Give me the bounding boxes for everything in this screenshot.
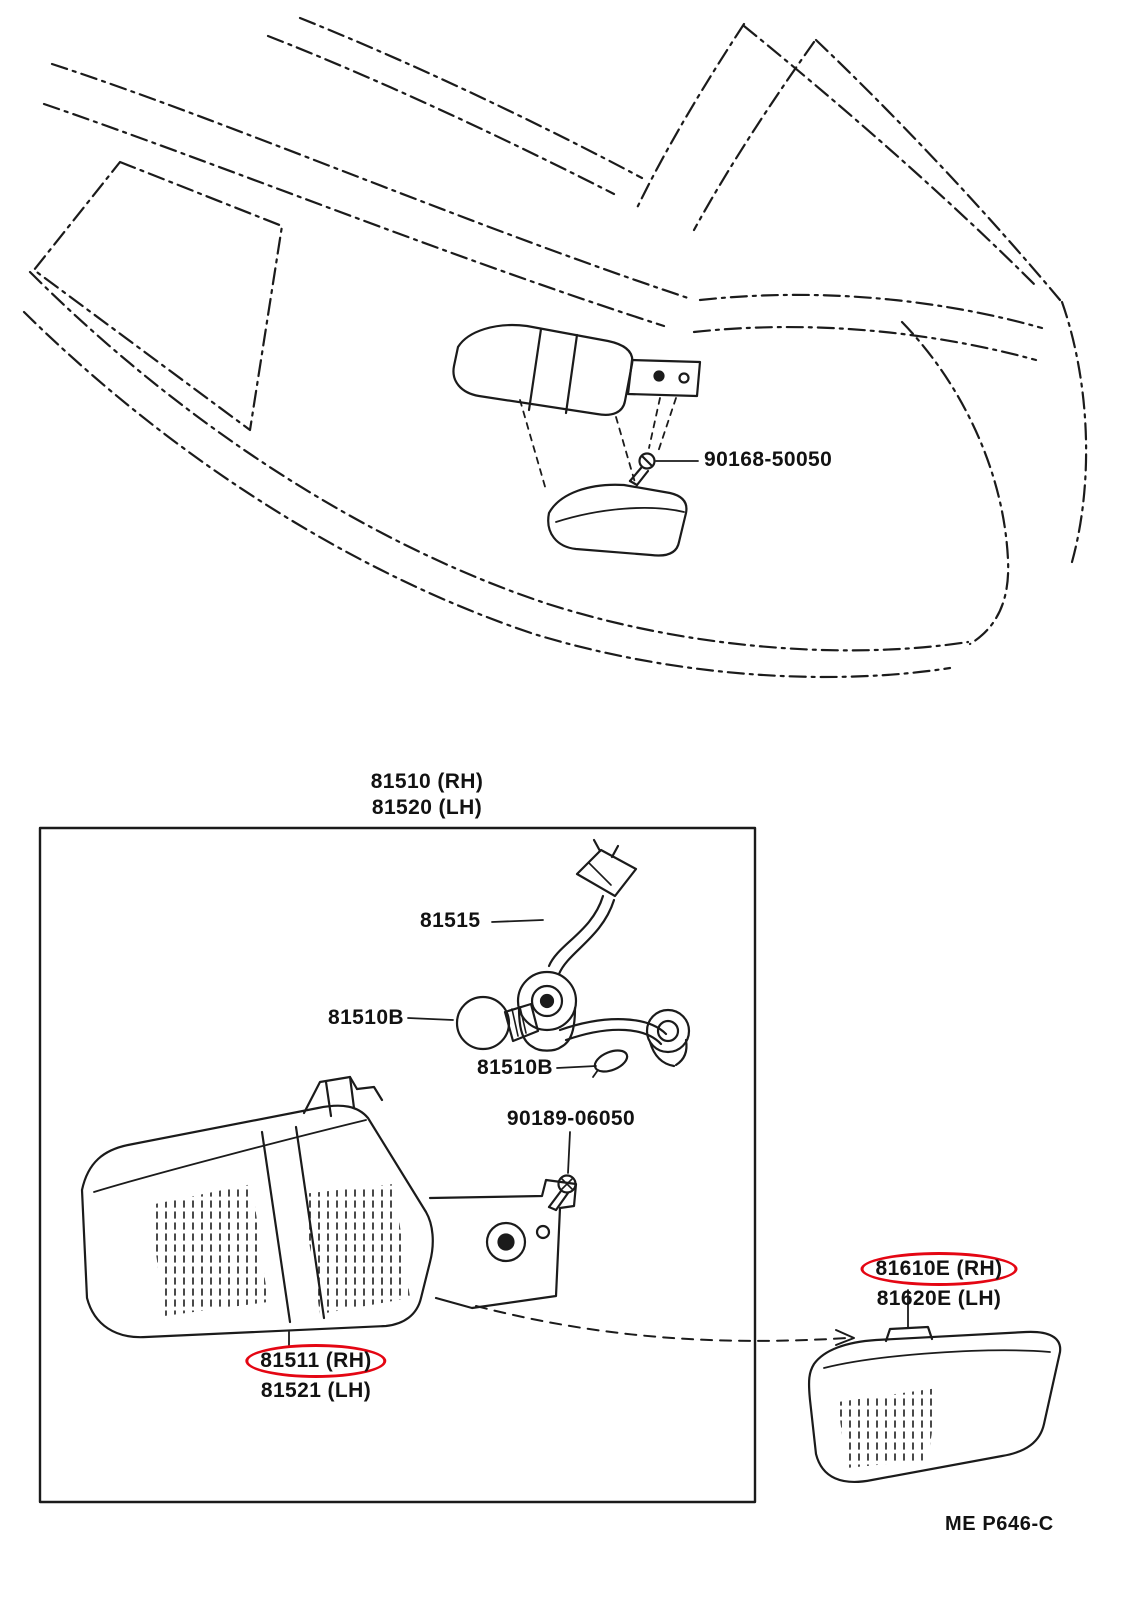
- part-label-90168-50050: 90168-50050: [704, 448, 833, 471]
- car-installation-sketch: [22, 16, 1088, 679]
- part-label-81620e-lh: 81620E (LH): [876, 1287, 1002, 1310]
- part-label-81511-rh-highlighted: 81511 (RH): [245, 1344, 387, 1378]
- part-label-81521-lh: 81521 (LH): [260, 1379, 372, 1402]
- part-label-81510b-large: 81510B: [328, 1006, 404, 1029]
- drawing-code: ME P646-C: [945, 1513, 1054, 1535]
- part-label-90189-06050: 90189-06050: [506, 1107, 636, 1130]
- part-label-81510-rh: 81510 (RH): [370, 770, 484, 793]
- bulb-socket-small: [645, 1008, 691, 1068]
- bulb-large: [407, 995, 540, 1051]
- part-label-81520-lh: 81520 (LH): [371, 796, 483, 819]
- installed-lamp: [452, 324, 702, 416]
- exploded-parts-box: [38, 826, 855, 1504]
- screw-90189: [547, 1131, 577, 1212]
- screw-90168: [628, 452, 699, 487]
- side-marker-lamp: [807, 1289, 1062, 1484]
- corner-lens: [547, 483, 688, 557]
- bulb-socket-large: [516, 970, 578, 1052]
- bulb-small: [556, 1049, 629, 1078]
- part-label-81510b-small: 81510B: [477, 1056, 553, 1079]
- part-label-81515: 81515: [420, 909, 481, 932]
- part-label-81610e-rh-highlighted: 81610E (RH): [860, 1252, 1018, 1286]
- turn-signal-lamp-assembly: [80, 1075, 434, 1346]
- mounting-bracket: [428, 1178, 578, 1310]
